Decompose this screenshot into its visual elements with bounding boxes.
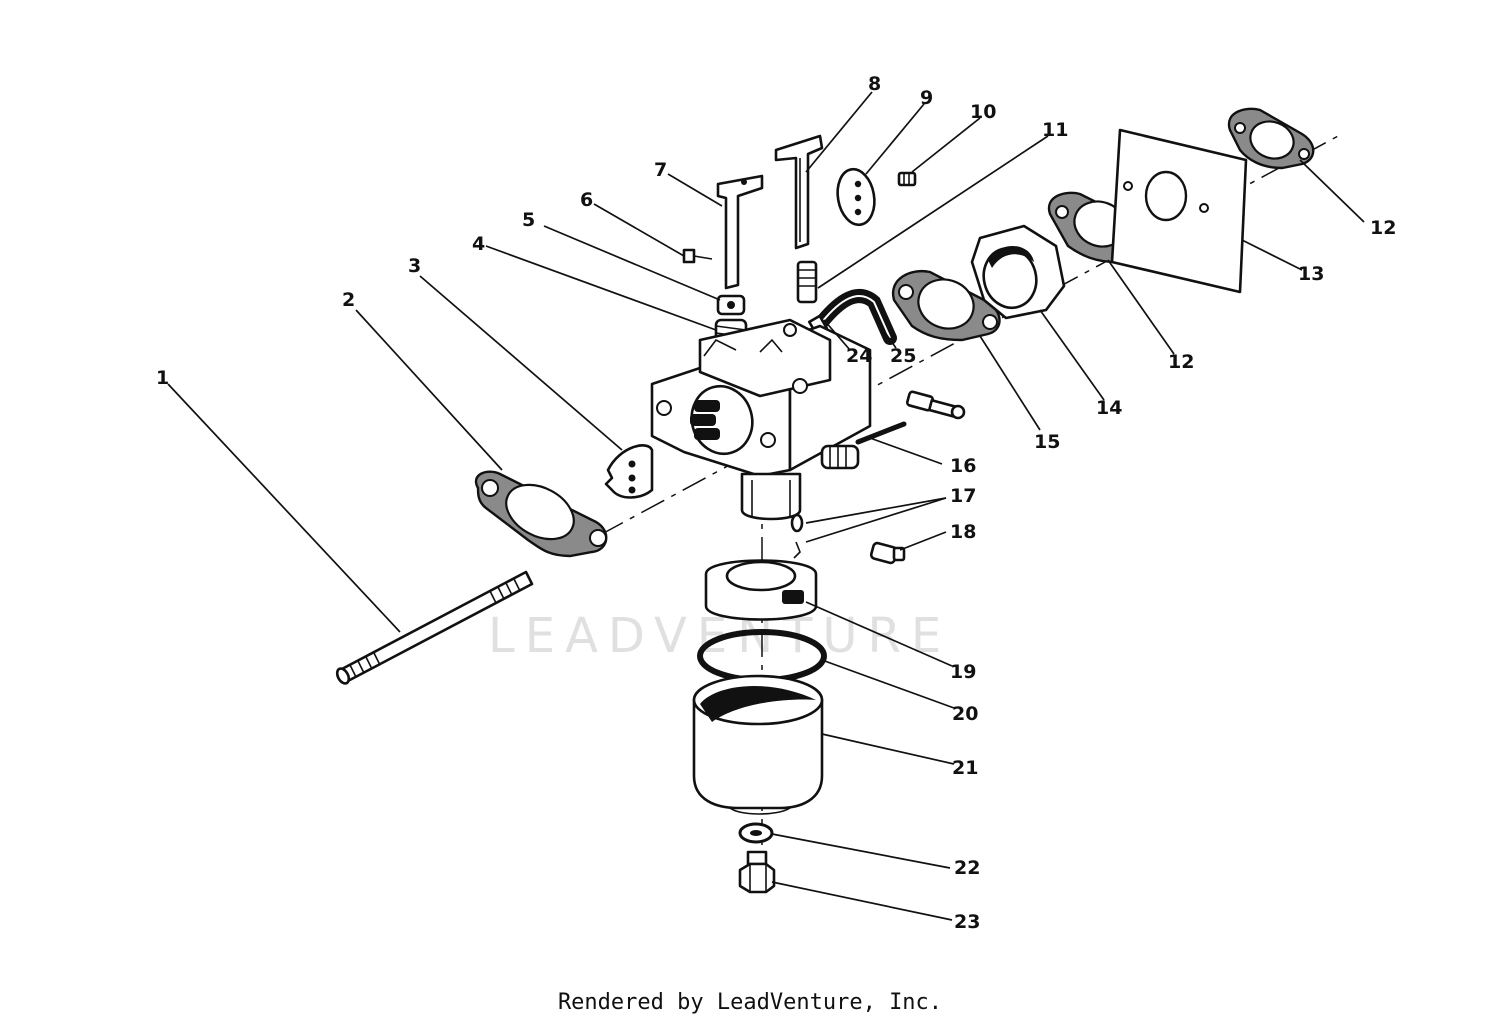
mounting-stud bbox=[335, 570, 534, 685]
callout-4: 4 bbox=[472, 233, 485, 255]
callout-18: 18 bbox=[950, 521, 976, 543]
callout-13: 13 bbox=[1298, 263, 1324, 285]
callout-12-upper: 12 bbox=[1370, 217, 1396, 239]
callout-9: 9 bbox=[920, 87, 933, 109]
plate-gasket-upper bbox=[1227, 107, 1315, 170]
throttle-shaft bbox=[716, 174, 764, 290]
carburetor-body bbox=[650, 318, 872, 521]
choke-plate bbox=[836, 167, 876, 227]
callout-1: 1 bbox=[156, 367, 169, 389]
callout-8: 8 bbox=[868, 73, 881, 95]
callout-5: 5 bbox=[522, 209, 535, 231]
mixture-screw bbox=[905, 390, 966, 420]
callout-23: 23 bbox=[954, 911, 980, 933]
callout-2: 2 bbox=[342, 289, 355, 311]
choke-screw bbox=[897, 171, 917, 187]
drain-screw bbox=[869, 541, 906, 565]
callout-15: 15 bbox=[1034, 431, 1060, 453]
fuel-fitting bbox=[796, 260, 818, 304]
callout-3: 3 bbox=[408, 255, 421, 277]
callout-24: 24 bbox=[846, 345, 872, 367]
heat-shield-plate bbox=[1110, 128, 1248, 294]
callout-11: 11 bbox=[1042, 119, 1068, 141]
callout-10: 10 bbox=[970, 101, 996, 123]
idle-screw bbox=[716, 294, 746, 316]
callout-labels: 1 2 3 4 5 6 7 8 9 10 11 12 12 13 14 15 1… bbox=[156, 73, 1396, 933]
callout-6: 6 bbox=[580, 189, 593, 211]
bowl-washer bbox=[738, 822, 774, 844]
callout-20: 20 bbox=[952, 703, 978, 725]
flange-gasket bbox=[474, 470, 608, 558]
callout-19: 19 bbox=[950, 661, 976, 683]
callout-22: 22 bbox=[954, 857, 980, 879]
bowl-nut bbox=[738, 850, 776, 894]
float-bowl bbox=[692, 674, 824, 815]
callout-7: 7 bbox=[654, 159, 667, 181]
callout-14: 14 bbox=[1096, 397, 1122, 419]
callout-12-lower: 12 bbox=[1168, 351, 1194, 373]
spacer-gasket bbox=[891, 269, 1001, 342]
pivot-pin bbox=[855, 421, 907, 445]
callout-16: 16 bbox=[950, 455, 976, 477]
credit-line: Rendered by LeadVenture, Inc. bbox=[557, 990, 943, 1015]
throttle-screw bbox=[682, 248, 713, 264]
leader-lines bbox=[167, 91, 1365, 921]
callout-21: 21 bbox=[952, 757, 978, 779]
watermark: LEADVENTURE bbox=[488, 608, 951, 664]
callout-17: 17 bbox=[950, 485, 976, 507]
throttle-plate bbox=[604, 444, 654, 499]
choke-shaft bbox=[774, 134, 824, 250]
callout-25: 25 bbox=[890, 345, 916, 367]
insulator-spacer bbox=[970, 224, 1066, 320]
float bbox=[704, 559, 818, 621]
bowl-seal bbox=[790, 513, 804, 559]
